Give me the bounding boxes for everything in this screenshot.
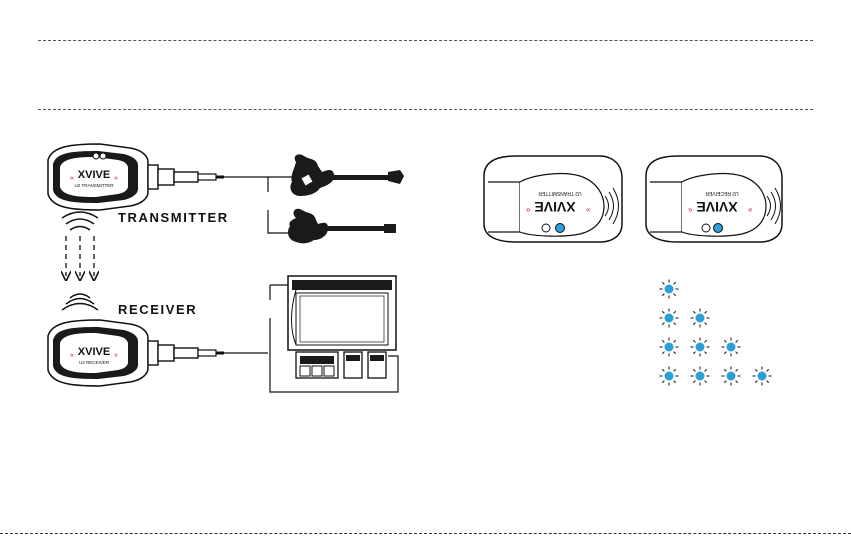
signal-arrows [66,236,94,276]
receiver-top-brand: XVIVE [696,199,737,215]
led-icon [691,367,710,386]
svg-text:«: « [748,205,753,214]
transmitter-top-view: U2 TRANSMITTER XVIVE » « [484,156,622,242]
led-icon [691,338,710,357]
svg-text:«: « [70,175,74,182]
transmitter-led-icon [556,224,565,233]
amplifier-icon [288,276,396,350]
led-icon [722,367,741,386]
transmitter-model-text: U2 TRANSMITTER [75,183,115,188]
led-icon [660,338,679,357]
transmitter-brand: XVIVE [78,169,110,181]
svg-text:«: « [586,205,591,214]
pedalboard-icon [296,352,386,378]
receiver-top-model: U2 RECEIVER [705,190,739,196]
svg-text:»: » [526,205,531,214]
led-icon [660,309,679,328]
receiver-model-text: U2 RECEIVER [79,360,110,365]
receiver-led-icon [714,224,723,233]
receiver-brand: XVIVE [78,346,110,358]
guitar-icon [290,154,404,196]
transmitter-device: XVIVE U2 TRANSMITTER « » [48,144,224,210]
bass-guitar-icon [288,209,396,244]
receiver-top-view: U2 RECEIVER XVIVE » « [646,156,782,242]
svg-text:»: » [114,175,118,182]
signal-wave-icon [62,212,98,230]
transmitter-cable [224,177,300,233]
led-icon [660,367,679,386]
led-icon [691,309,710,328]
transmitter-top-brand: XVIVE [534,199,575,215]
bottom-divider [0,533,851,534]
battery-led-indicator [660,280,772,386]
led-icon [722,338,741,357]
led-icon [753,367,772,386]
svg-text:»: » [688,205,693,214]
receiver-signal-wave-icon [62,294,98,310]
svg-text:«: « [70,352,74,359]
receiver-device: XVIVE U2 RECEIVER « » [48,320,224,386]
led-icon [660,280,679,299]
svg-text:»: » [114,352,118,359]
transmitter-top-model: U2 TRANSMITTER [538,190,582,196]
